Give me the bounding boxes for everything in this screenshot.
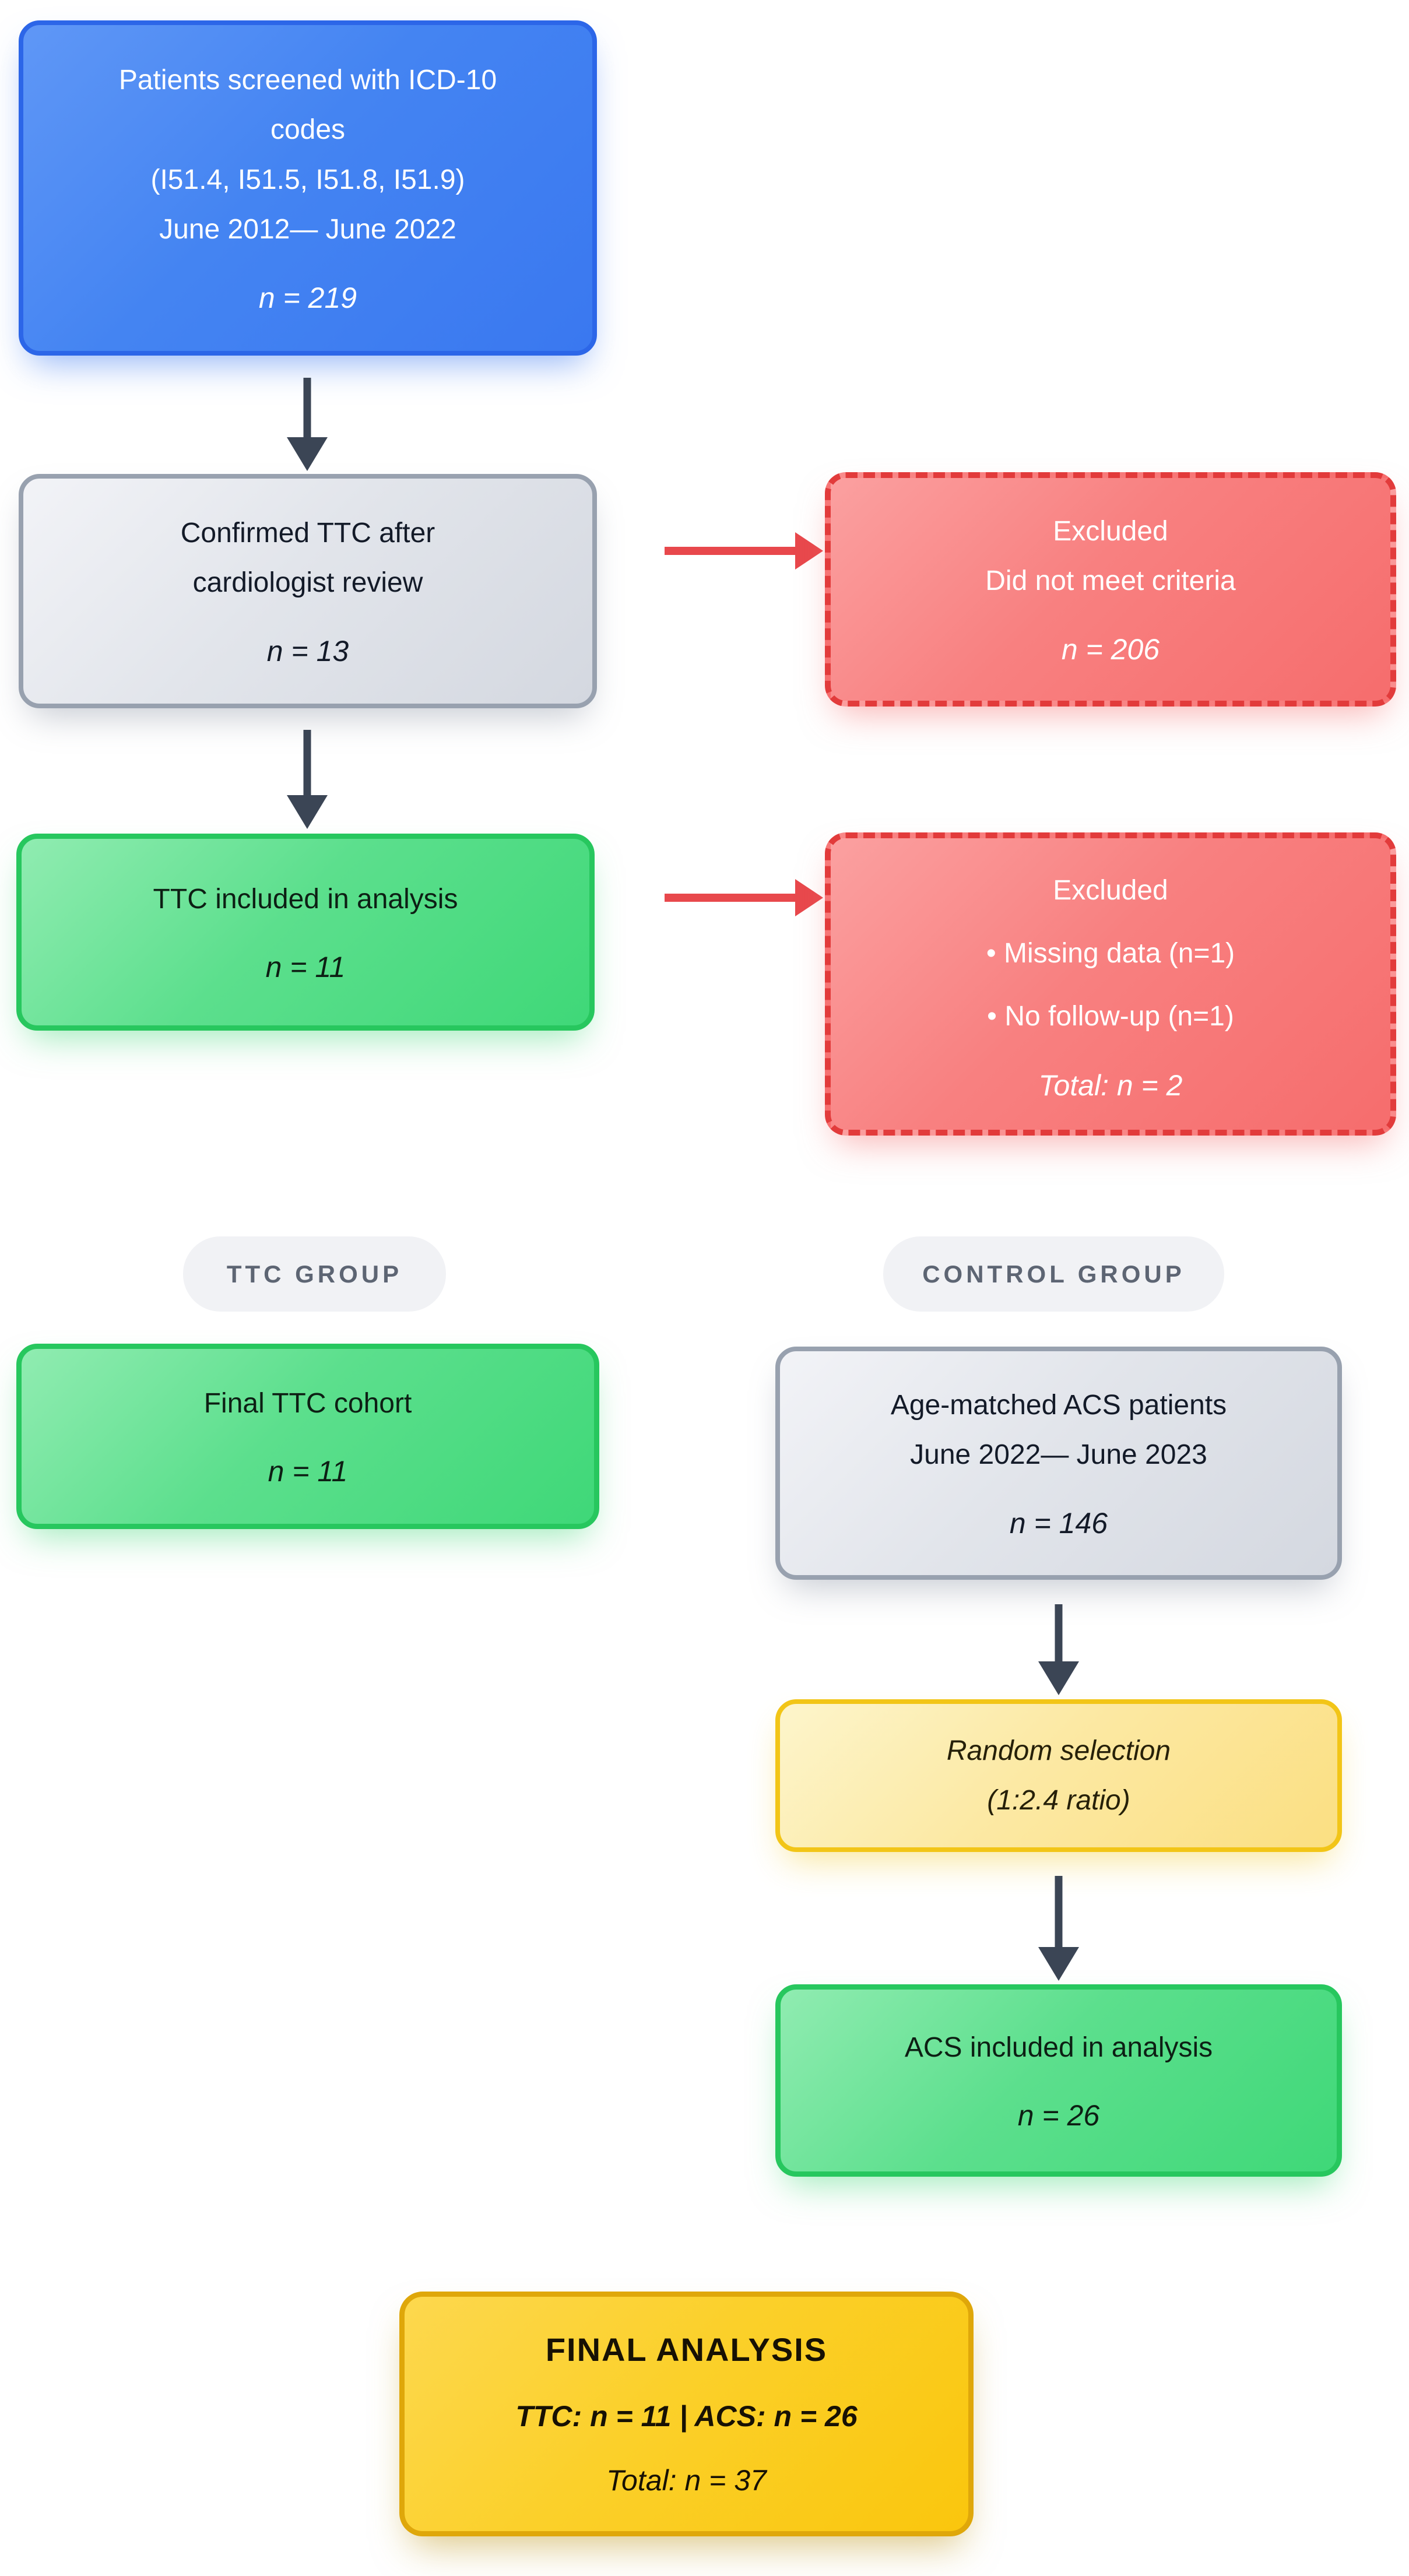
- sample-size-label: n = 13: [266, 634, 349, 667]
- box-text-line: TTC included in analysis: [153, 883, 458, 915]
- arrow-head: [795, 879, 823, 916]
- arrow-shaft: [665, 547, 796, 555]
- box-text-line: codes: [270, 114, 346, 146]
- sample-size-label: Total: n = 2: [1038, 1069, 1183, 1102]
- sample-size-label: n = 219: [258, 281, 357, 314]
- right-arrow-excluded: [665, 532, 823, 570]
- box-ttc-included: TTC included in analysis n = 11: [16, 834, 595, 1031]
- down-arrow: [284, 378, 331, 471]
- sample-size-label: n = 11: [268, 1454, 348, 1488]
- box-text-line: June 2012— June 2022: [159, 214, 456, 245]
- box-random-selection: Random selection (1:2.4 ratio): [775, 1699, 1342, 1852]
- box-text-line: Random selection: [946, 1735, 1171, 1766]
- sample-size-label: n = 206: [1061, 632, 1160, 666]
- box-text-line: (I51.4, I51.5, I51.8, I51.9): [150, 164, 465, 195]
- pill-ttc-group: TTC GROUP: [183, 1236, 446, 1312]
- box-confirmed-ttc: Confirmed TTC after cardiologist review …: [19, 474, 597, 708]
- arrow-head: [287, 437, 328, 471]
- box-text-line: Final TTC cohort: [203, 1387, 412, 1419]
- box-text-line: Excluded: [1053, 515, 1168, 547]
- final-analysis-title: FINAL ANALYSIS: [545, 2331, 828, 2368]
- box-text-line: Excluded: [1053, 875, 1168, 906]
- box-excluded-criteria: Excluded Did not meet criteria n = 206: [825, 472, 1396, 707]
- pill-control-group: CONTROL GROUP: [883, 1236, 1224, 1312]
- sample-size-label: n = 26: [1017, 2099, 1100, 2132]
- box-final-analysis: FINAL ANALYSIS TTC: n = 11 | ACS: n = 26…: [399, 2292, 974, 2536]
- box-text-line: ACS included in analysis: [904, 2032, 1213, 2063]
- box-text-line: Did not meet criteria: [985, 565, 1236, 597]
- arrow-head: [1038, 1661, 1079, 1695]
- sample-size-label: n = 11: [265, 950, 346, 983]
- arrow-head: [1038, 1947, 1079, 1981]
- box-text-line: cardiologist review: [192, 567, 423, 599]
- box-acs-included: ACS included in analysis n = 26: [775, 1984, 1342, 2177]
- arrow-head: [287, 795, 328, 829]
- bullet-item: • No follow-up (n=1): [987, 1001, 1234, 1032]
- sample-size-label: n = 146: [1009, 1506, 1108, 1540]
- final-analysis-total: Total: n = 37: [606, 2463, 767, 2497]
- box-patients-screened: Patients screened with ICD-10 codes (I51…: [19, 20, 597, 356]
- box-text-line: June 2022— June 2023: [910, 1439, 1207, 1471]
- down-arrow: [284, 730, 331, 829]
- arrow-head: [795, 532, 823, 570]
- arrow-shaft: [303, 730, 311, 799]
- arrow-shaft: [665, 894, 796, 902]
- box-final-ttc-cohort: Final TTC cohort n = 11: [16, 1344, 599, 1529]
- down-arrow: [1035, 1604, 1082, 1695]
- final-analysis-breakdown: TTC: n = 11 | ACS: n = 26: [515, 2399, 858, 2433]
- arrow-shaft: [1055, 1604, 1063, 1665]
- down-arrow: [1035, 1876, 1082, 1981]
- right-arrow-excluded: [665, 879, 823, 916]
- box-text-line: Patients screened with ICD-10: [118, 64, 497, 96]
- box-text-line: Age-matched ACS patients: [890, 1389, 1227, 1421]
- box-excluded-followup: Excluded • Missing data (n=1) • No follo…: [825, 832, 1396, 1136]
- arrow-shaft: [1055, 1876, 1063, 1951]
- bullet-item: • Missing data (n=1): [986, 938, 1235, 969]
- arrow-shaft: [303, 378, 311, 441]
- box-text-line: Confirmed TTC after: [180, 517, 435, 549]
- box-text-line: (1:2.4 ratio): [987, 1785, 1130, 1816]
- box-age-matched-acs: Age-matched ACS patients June 2022— June…: [775, 1347, 1342, 1580]
